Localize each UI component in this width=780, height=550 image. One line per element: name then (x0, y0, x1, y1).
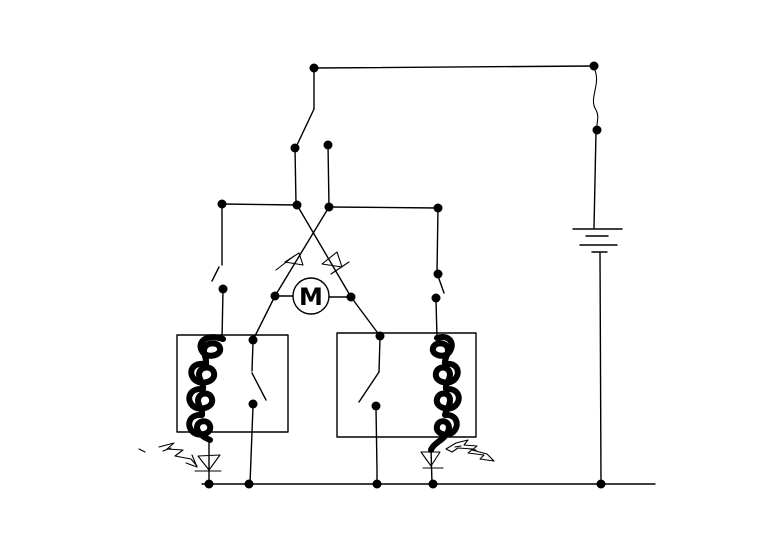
junction-dots (204, 61, 606, 489)
relay-left-coil (186, 334, 226, 443)
branch-switch-right (435, 207, 445, 339)
battery (572, 131, 623, 485)
motor: M (274, 277, 352, 315)
relay-left (176, 334, 289, 485)
top-rail-wire (313, 65, 595, 69)
relay-right-contact (358, 337, 381, 485)
steering-diode-right (321, 251, 350, 275)
spark-annotation-right (445, 439, 495, 462)
supply-curved-link (592, 67, 599, 131)
cross-wires (252, 204, 381, 341)
relay-right-coil (428, 334, 462, 453)
steering-diode-left (275, 252, 304, 271)
relay-right (336, 332, 477, 485)
selector-switch-top (294, 67, 330, 208)
motor-label: M (299, 283, 323, 311)
spark-annotation-left (138, 442, 198, 468)
flyback-diode-right (420, 447, 444, 485)
branch-switch-left (211, 203, 224, 341)
distribution-wires (221, 203, 439, 209)
relay-left-contact (249, 341, 267, 485)
flyback-diode-left (194, 439, 222, 485)
